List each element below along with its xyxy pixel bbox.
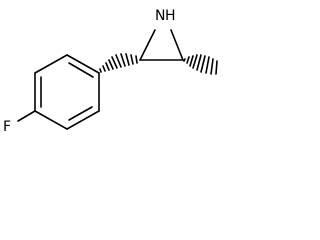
ring-bond-3: [66, 110, 100, 130]
nitrogen-label: N: [155, 8, 165, 24]
structure-diagram: F N H: [3, 8, 218, 135]
ring-bond-4: [34, 110, 68, 130]
ring-double-bond-inner-2: [68, 106, 93, 121]
fluorine-label: F: [3, 119, 11, 135]
c2-n-bond: [139, 29, 156, 61]
c3-n-bond: [170, 29, 184, 61]
ring-double-bond-inner-1: [68, 62, 94, 78]
ring-bond-1: [66, 54, 100, 74]
c-f-bond: [17, 110, 36, 122]
hashed-wedge-bond-methyl: [183, 54, 218, 75]
hashed-wedge-bond-left: [99, 53, 138, 73]
benzene-ring: [34, 54, 100, 130]
hydrogen-label: H: [165, 8, 176, 24]
aziridine-ring: [139, 29, 184, 61]
ring-bond-6: [34, 54, 68, 74]
